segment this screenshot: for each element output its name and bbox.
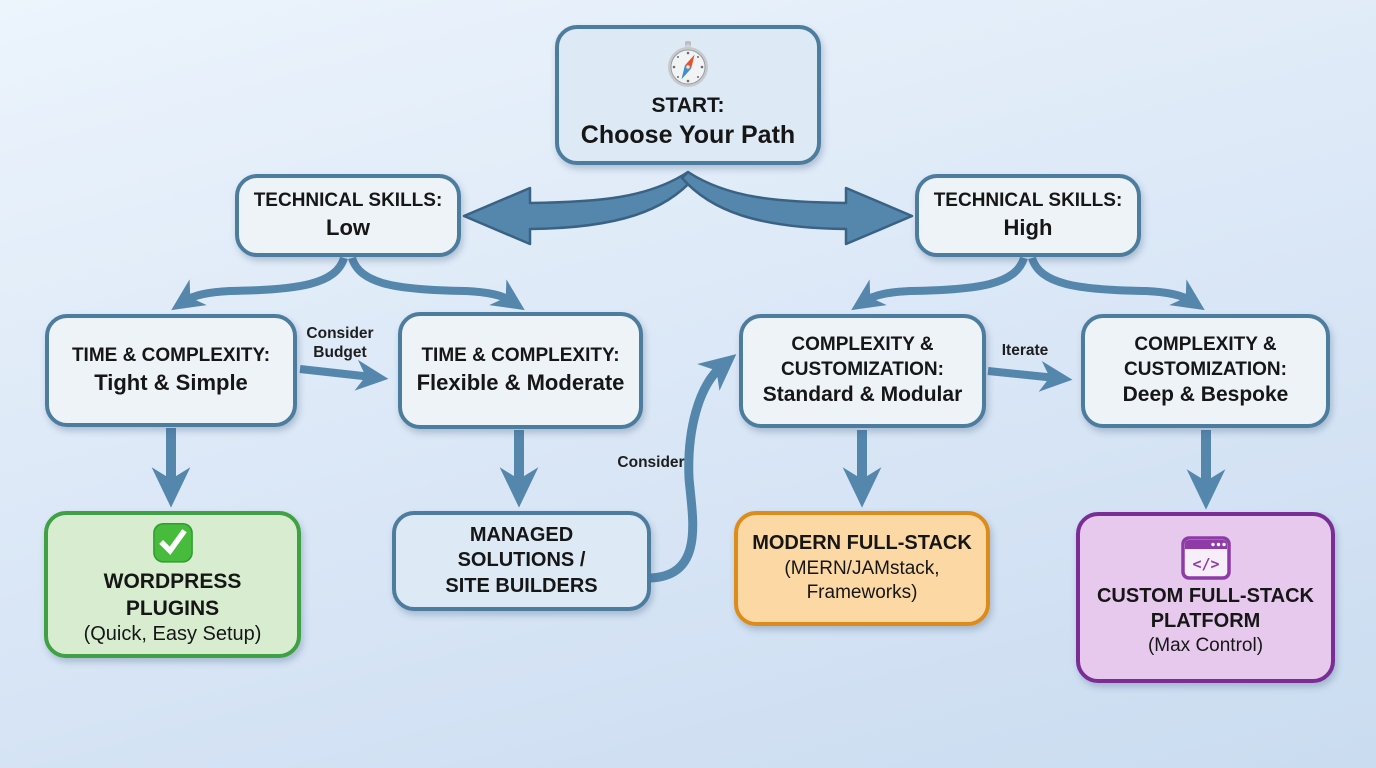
node-custom-full-stack-platform: </> CUSTOM FULL-STACK PLATFORM (Max Cont…	[1076, 512, 1335, 683]
node-time-tight-simple: TIME & COMPLEXITY: Tight & Simple	[45, 314, 297, 427]
node-modern-full-stack: MODERN FULL-STACK (MERN/JAMstack, Framew…	[734, 511, 990, 626]
compass-icon	[668, 40, 708, 87]
arrow-low-to-flexible	[348, 256, 525, 311]
customization-deep-label1: COMPLEXITY &	[1134, 334, 1277, 356]
arrow-high-to-deep	[1028, 256, 1205, 311]
managed-title-line1: MANAGED SOLUTIONS /	[457, 523, 586, 572]
node-technical-skills-high: TECHNICAL SKILLS: High	[915, 174, 1141, 257]
check-icon	[152, 522, 193, 563]
start-subtitle: Choose Your Path	[580, 121, 796, 150]
node-customization-standard-modular: COMPLEXITY & CUSTOMIZATION: Standard & M…	[739, 314, 986, 428]
time-flexible-value: Flexible & Moderate	[416, 369, 625, 395]
node-time-flexible-moderate: TIME & COMPLEXITY: Flexible & Moderate	[398, 312, 643, 429]
custom-platform-title-line2: PLATFORM	[1150, 610, 1261, 633]
time-tight-label: TIME & COMPLEXITY:	[71, 345, 271, 367]
customization-standard-label1: COMPLEXITY &	[791, 334, 934, 356]
edge-label-consider-budget: Consider Budget	[295, 324, 385, 363]
modern-subtitle-line1: (MERN/JAMstack,	[784, 557, 940, 579]
time-flexible-label: TIME & COMPLEXITY:	[421, 345, 620, 367]
code-window-icon: </>	[1180, 536, 1231, 581]
start-title: START:	[651, 93, 725, 117]
node-wordpress-plugins: WORDPRESS PLUGINS (Quick, Easy Setup)	[44, 511, 301, 658]
edge-label-consider-budget-line1: Consider	[306, 325, 374, 342]
node-customization-deep-bespoke: COMPLEXITY & CUSTOMIZATION: Deep & Bespo…	[1081, 314, 1330, 428]
custom-platform-subtitle: (Max Control)	[1147, 635, 1264, 657]
custom-platform-title-line1: CUSTOM FULL-STACK	[1096, 585, 1314, 608]
arrow-start-to-high	[680, 170, 914, 246]
svg-text:</>: </>	[1192, 555, 1219, 573]
arrow-consider-budget	[299, 359, 389, 391]
edge-label-iterate: Iterate	[1001, 342, 1049, 359]
arrow-start-to-low	[462, 170, 696, 246]
edge-label-consider: Consider	[617, 454, 685, 471]
edge-label-consider-budget-line2: Budget	[313, 344, 367, 362]
wordpress-title: WORDPRESS PLUGINS	[103, 569, 242, 620]
skills-high-value: High	[1003, 214, 1053, 240]
customization-standard-label2: CUSTOMIZATION:	[781, 358, 944, 380]
managed-title-line2: SITE BUILDERS	[445, 574, 598, 597]
customization-standard-value: Standard & Modular	[762, 382, 963, 406]
time-tight-value: Tight & Simple	[94, 369, 248, 395]
skills-low-label: TECHNICAL SKILLS:	[253, 190, 443, 212]
node-start: START: Choose Your Path	[555, 25, 821, 165]
arrow-low-to-tight	[171, 256, 348, 311]
skills-high-label: TECHNICAL SKILLS:	[933, 190, 1123, 212]
node-technical-skills-low: TECHNICAL SKILLS: Low	[235, 174, 461, 257]
customization-deep-value: Deep & Bespoke	[1122, 382, 1289, 406]
skills-low-value: Low	[326, 214, 370, 240]
arrow-high-to-standard	[851, 256, 1028, 311]
modern-title: MODERN FULL-STACK	[752, 532, 972, 555]
modern-subtitle-line2: Frameworks)	[806, 582, 918, 604]
arrow-iterate	[987, 360, 1073, 392]
node-managed-solutions: MANAGED SOLUTIONS / SITE BUILDERS	[392, 511, 651, 611]
customization-deep-label2: CUSTOMIZATION:	[1124, 358, 1287, 380]
wordpress-subtitle: (Quick, Easy Setup)	[83, 623, 262, 646]
arrow-consider-managed-to-standard	[649, 354, 737, 583]
